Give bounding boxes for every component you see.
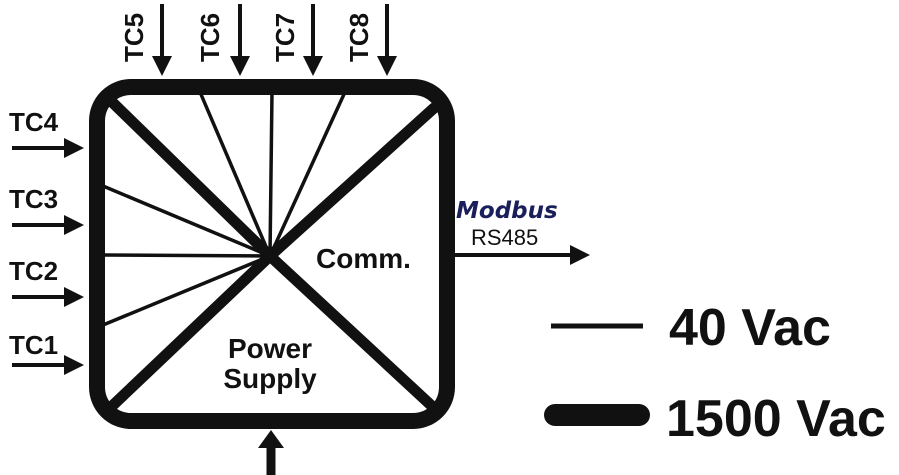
top-inputs: TC5 TC6 TC7 TC8 xyxy=(119,4,397,76)
input-label-tc2: TC2 xyxy=(9,256,58,286)
input-label-tc1: TC1 xyxy=(9,330,58,360)
input-label-tc5: TC5 xyxy=(119,13,149,62)
input-label-tc6: TC6 xyxy=(195,13,225,62)
module-box: Comm. Power Supply xyxy=(89,79,455,429)
power-input-arrowhead xyxy=(258,430,284,448)
power-supply-label-line2: Supply xyxy=(223,363,317,394)
input-label-tc8: TC8 xyxy=(344,13,374,62)
power-input xyxy=(258,430,284,475)
channel-barriers xyxy=(102,91,347,327)
left-inputs: TC4 TC3 TC2 TC1 xyxy=(9,107,84,375)
isolation-barriers xyxy=(104,94,440,414)
modbus-label: Modbus xyxy=(456,198,558,224)
input-label-tc7: TC7 xyxy=(270,13,300,62)
legend-thick-label: 1500 Vac xyxy=(666,390,886,448)
comm-output: Modbus RS485 xyxy=(452,198,590,265)
power-supply-label-line1: Power xyxy=(228,333,312,364)
comm-label: Comm. xyxy=(316,243,411,274)
input-label-tc3: TC3 xyxy=(9,184,58,214)
module-outline xyxy=(89,79,455,429)
rs485-label: RS485 xyxy=(471,225,538,250)
legend-thin-label: 40 Vac xyxy=(669,299,831,357)
comm-output-arrowhead xyxy=(570,245,590,265)
input-label-tc4: TC4 xyxy=(9,107,59,137)
legend: 40 Vac 1500 Vac xyxy=(544,299,886,448)
